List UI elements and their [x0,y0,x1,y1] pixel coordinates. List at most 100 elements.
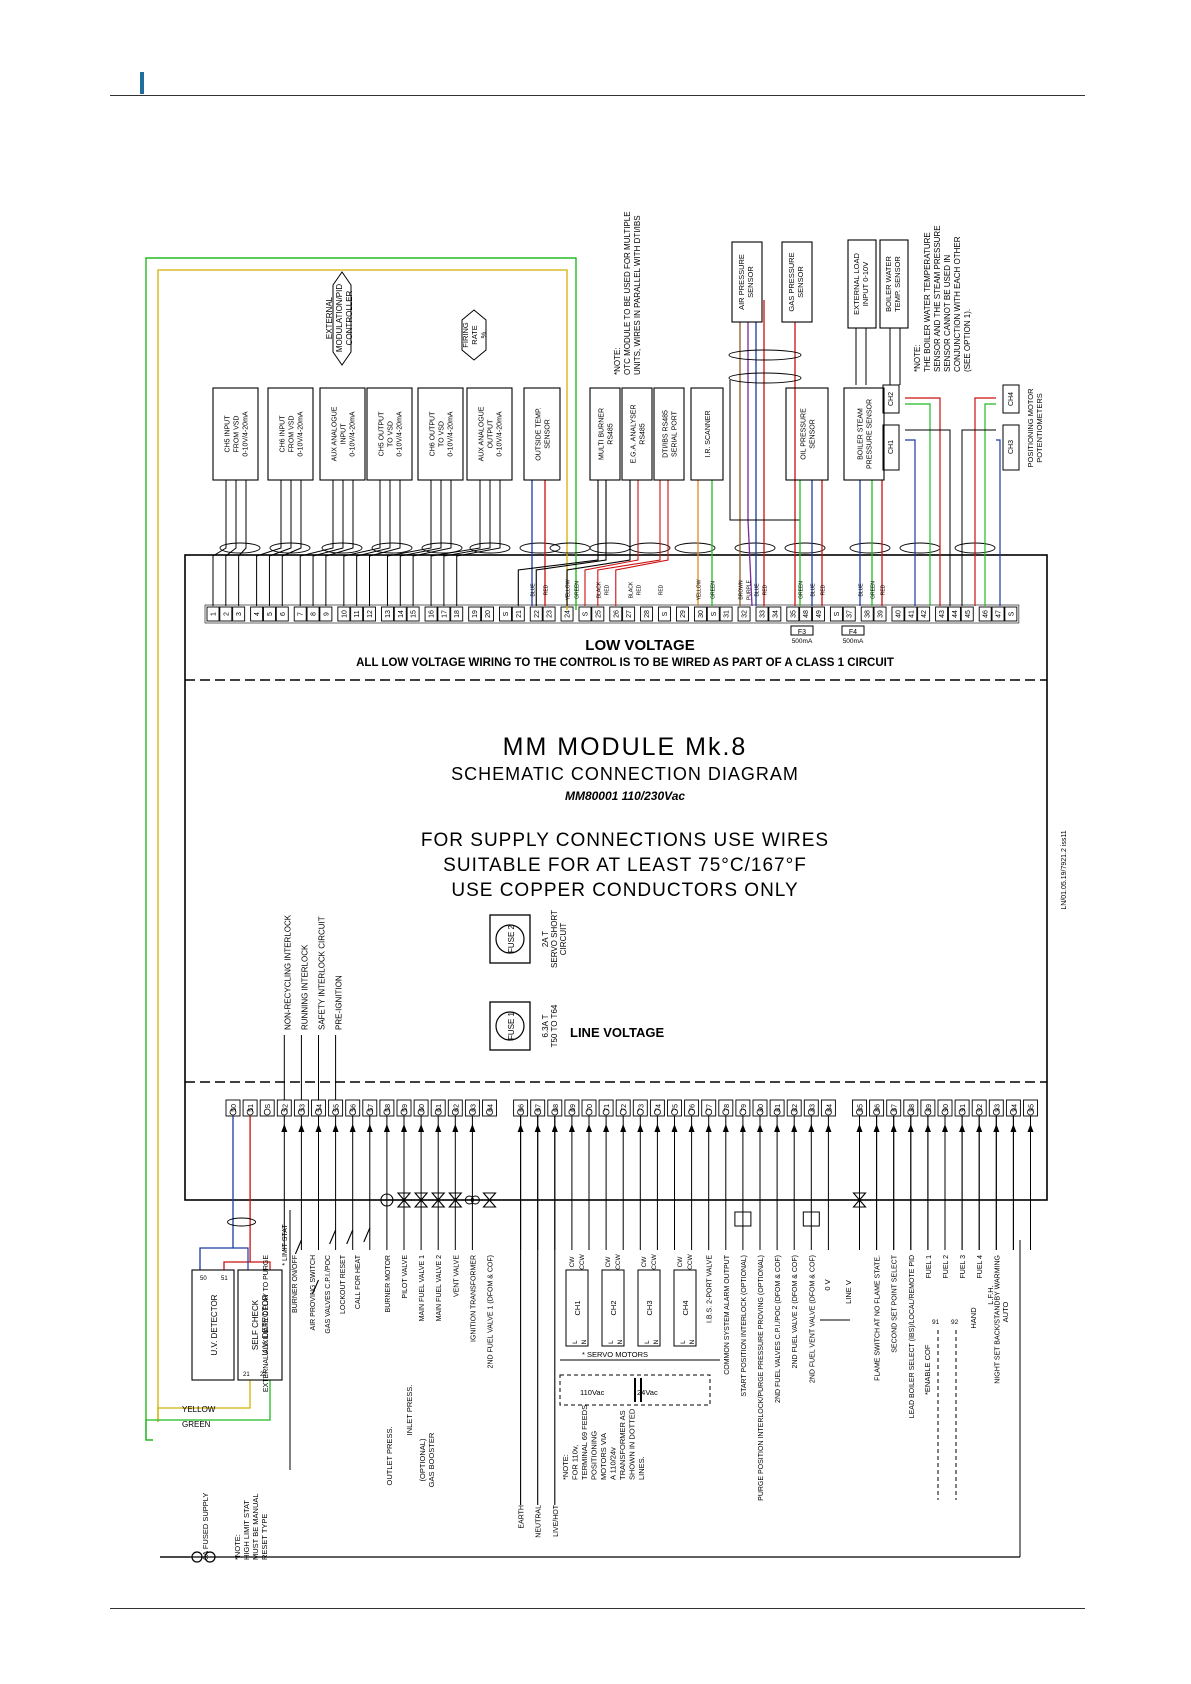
high-terminal-number: 62 [453,1104,460,1112]
signal-wire [256,480,282,606]
fuse-1-rating: 6.3A T [541,1014,550,1037]
interlock-label: SAFETY INTERLOCK CIRCUIT [318,916,327,1030]
low-terminal-number: 1 [211,612,218,616]
ext-mod-label-3: CONTROLLER [345,290,354,345]
bottom-device-label: VENT VALVE [453,1255,460,1297]
wire-colour-label: RED [605,584,611,595]
high-terminal-screw [873,1108,880,1116]
uv-terminal-21: 21 [243,1372,250,1378]
device-box-label: 0-10V/4-20mA [497,411,504,456]
uv-blue-wire [199,1116,234,1270]
low-terminal-number: 18 [454,610,461,618]
low-terminal-box [319,606,333,622]
low-terminal-box [935,606,949,622]
high-terminal-screw [636,1108,644,1116]
low-terminal-box [609,606,623,622]
high-terminal-screw [705,1108,713,1116]
low-terminal-number: 40 [895,610,902,618]
low-terminal-number: 26 [613,610,620,618]
fuse-1-range: T50 TO T64 [550,1004,559,1047]
note-110v-line: FOR 110v, [571,1445,580,1480]
low-terminal-box [578,606,592,622]
cable-sleeve [421,542,463,554]
uv-detector-box [191,1269,235,1381]
low-terminal-box [481,606,494,622]
low-terminal-number: 34 [772,610,779,618]
pot-label-2: POTENTIOMETERS [1035,393,1044,463]
uv-terminal-51: 51 [221,1276,228,1282]
lead-arrow [791,1124,798,1132]
cable-sleeve [519,542,561,554]
lead-arrow [349,1124,356,1132]
bottom-device-label: 2ND FUEL VENT VALVE (DFOM & COF) [809,1255,816,1383]
bw-temp-label-1: BOILER WATER [884,255,893,311]
high-terminal-screw [332,1108,340,1116]
transformer-coil [464,1195,474,1205]
low-terminal-number: S [503,611,510,616]
low-terminal-rail [204,604,1020,624]
note-110v-line: SHOWN IN DOTTED [628,1408,637,1480]
pressure-cable-sleeve [728,349,802,361]
wire-colour-label: RED [544,584,550,595]
high-terminal-screw [907,1108,915,1116]
limit-stat-label: * LIMIT STAT [282,1224,289,1266]
low-terminal-box [812,606,825,622]
firing-rate-label-3: % [479,331,488,338]
device-box-label: FROM VSD [289,416,296,453]
yellow-wire [157,269,568,1422]
switch-blade [363,1227,371,1243]
valve-symbol [448,1192,463,1208]
high-terminal-number: 67 [536,1104,543,1112]
switch-blade [294,1239,302,1255]
lead-arrow [620,1124,627,1132]
low-terminal-box [842,606,856,622]
servo-motors-label: * SERVO MOTORS [582,1350,648,1359]
bottom-device-label: COMMON SYSTEM ALARM OUTPUT [724,1254,731,1375]
high-terminal-number: 68 [553,1104,560,1112]
device-box-label: TO VSD [388,421,395,447]
wire-colour-label: RED [763,584,769,595]
transformer-coil [470,1195,480,1205]
servo-motor-box [565,1269,589,1347]
high-terminal-number: 89 [926,1104,933,1112]
servo-cw-label: CW [641,1256,648,1268]
lead-arrow [722,1124,729,1132]
high-terminal-screw [383,1108,391,1116]
low-terminal-number: 10 [341,610,348,618]
pot-ch3-box [1002,424,1020,471]
servo-n-label: N [653,1339,660,1344]
high-terminal-number: 95 [1029,1104,1036,1112]
high-terminal-number: 83 [809,1104,816,1112]
high-terminal-number: 84 [826,1104,833,1112]
high-terminal-number: 53 [299,1104,306,1112]
low-terminal-number: 46 [983,610,990,618]
bottom-device-label: FUEL 2 [943,1255,950,1279]
servo-ccw-label: CCW [615,1253,622,1269]
cable-sleeve [784,542,826,554]
low-terminal-number: 14 [398,610,405,618]
low-terminal-number: 9 [323,612,330,616]
wire-colour-label: BLUE [755,583,761,597]
device-box-label: DTI/IBS RS485 [663,410,670,458]
bottom-device-label: MAIN FUEL VALVE 1 [419,1255,426,1321]
servo-n-label: N [581,1339,588,1344]
device-box-label: SENSOR [545,419,552,449]
cable-sleeve [629,542,671,554]
footer-rule [110,1608,1085,1609]
high-terminal-screw [941,1108,949,1116]
high-terminal-screw [756,1108,764,1116]
low-terminal-number: 13 [385,610,392,618]
comm-wire [517,480,599,606]
enable-cof-label: *ENABLE COF [923,1344,932,1395]
low-terminal-number: 42 [921,610,928,618]
fuse-2-symbol [495,924,525,954]
device-box-label: 0-10V/4-20mA [448,411,455,456]
pot-ch4-label: CH4 [1008,392,1015,406]
low-terminal-box [406,606,420,622]
boiler-water-temp-box [879,239,909,329]
fuse-2-box [489,914,531,964]
high-terminal-number: 93 [994,1104,1001,1112]
line-v-label: LINE V [844,1280,853,1304]
wire-colour-label: BLUE [531,583,537,597]
